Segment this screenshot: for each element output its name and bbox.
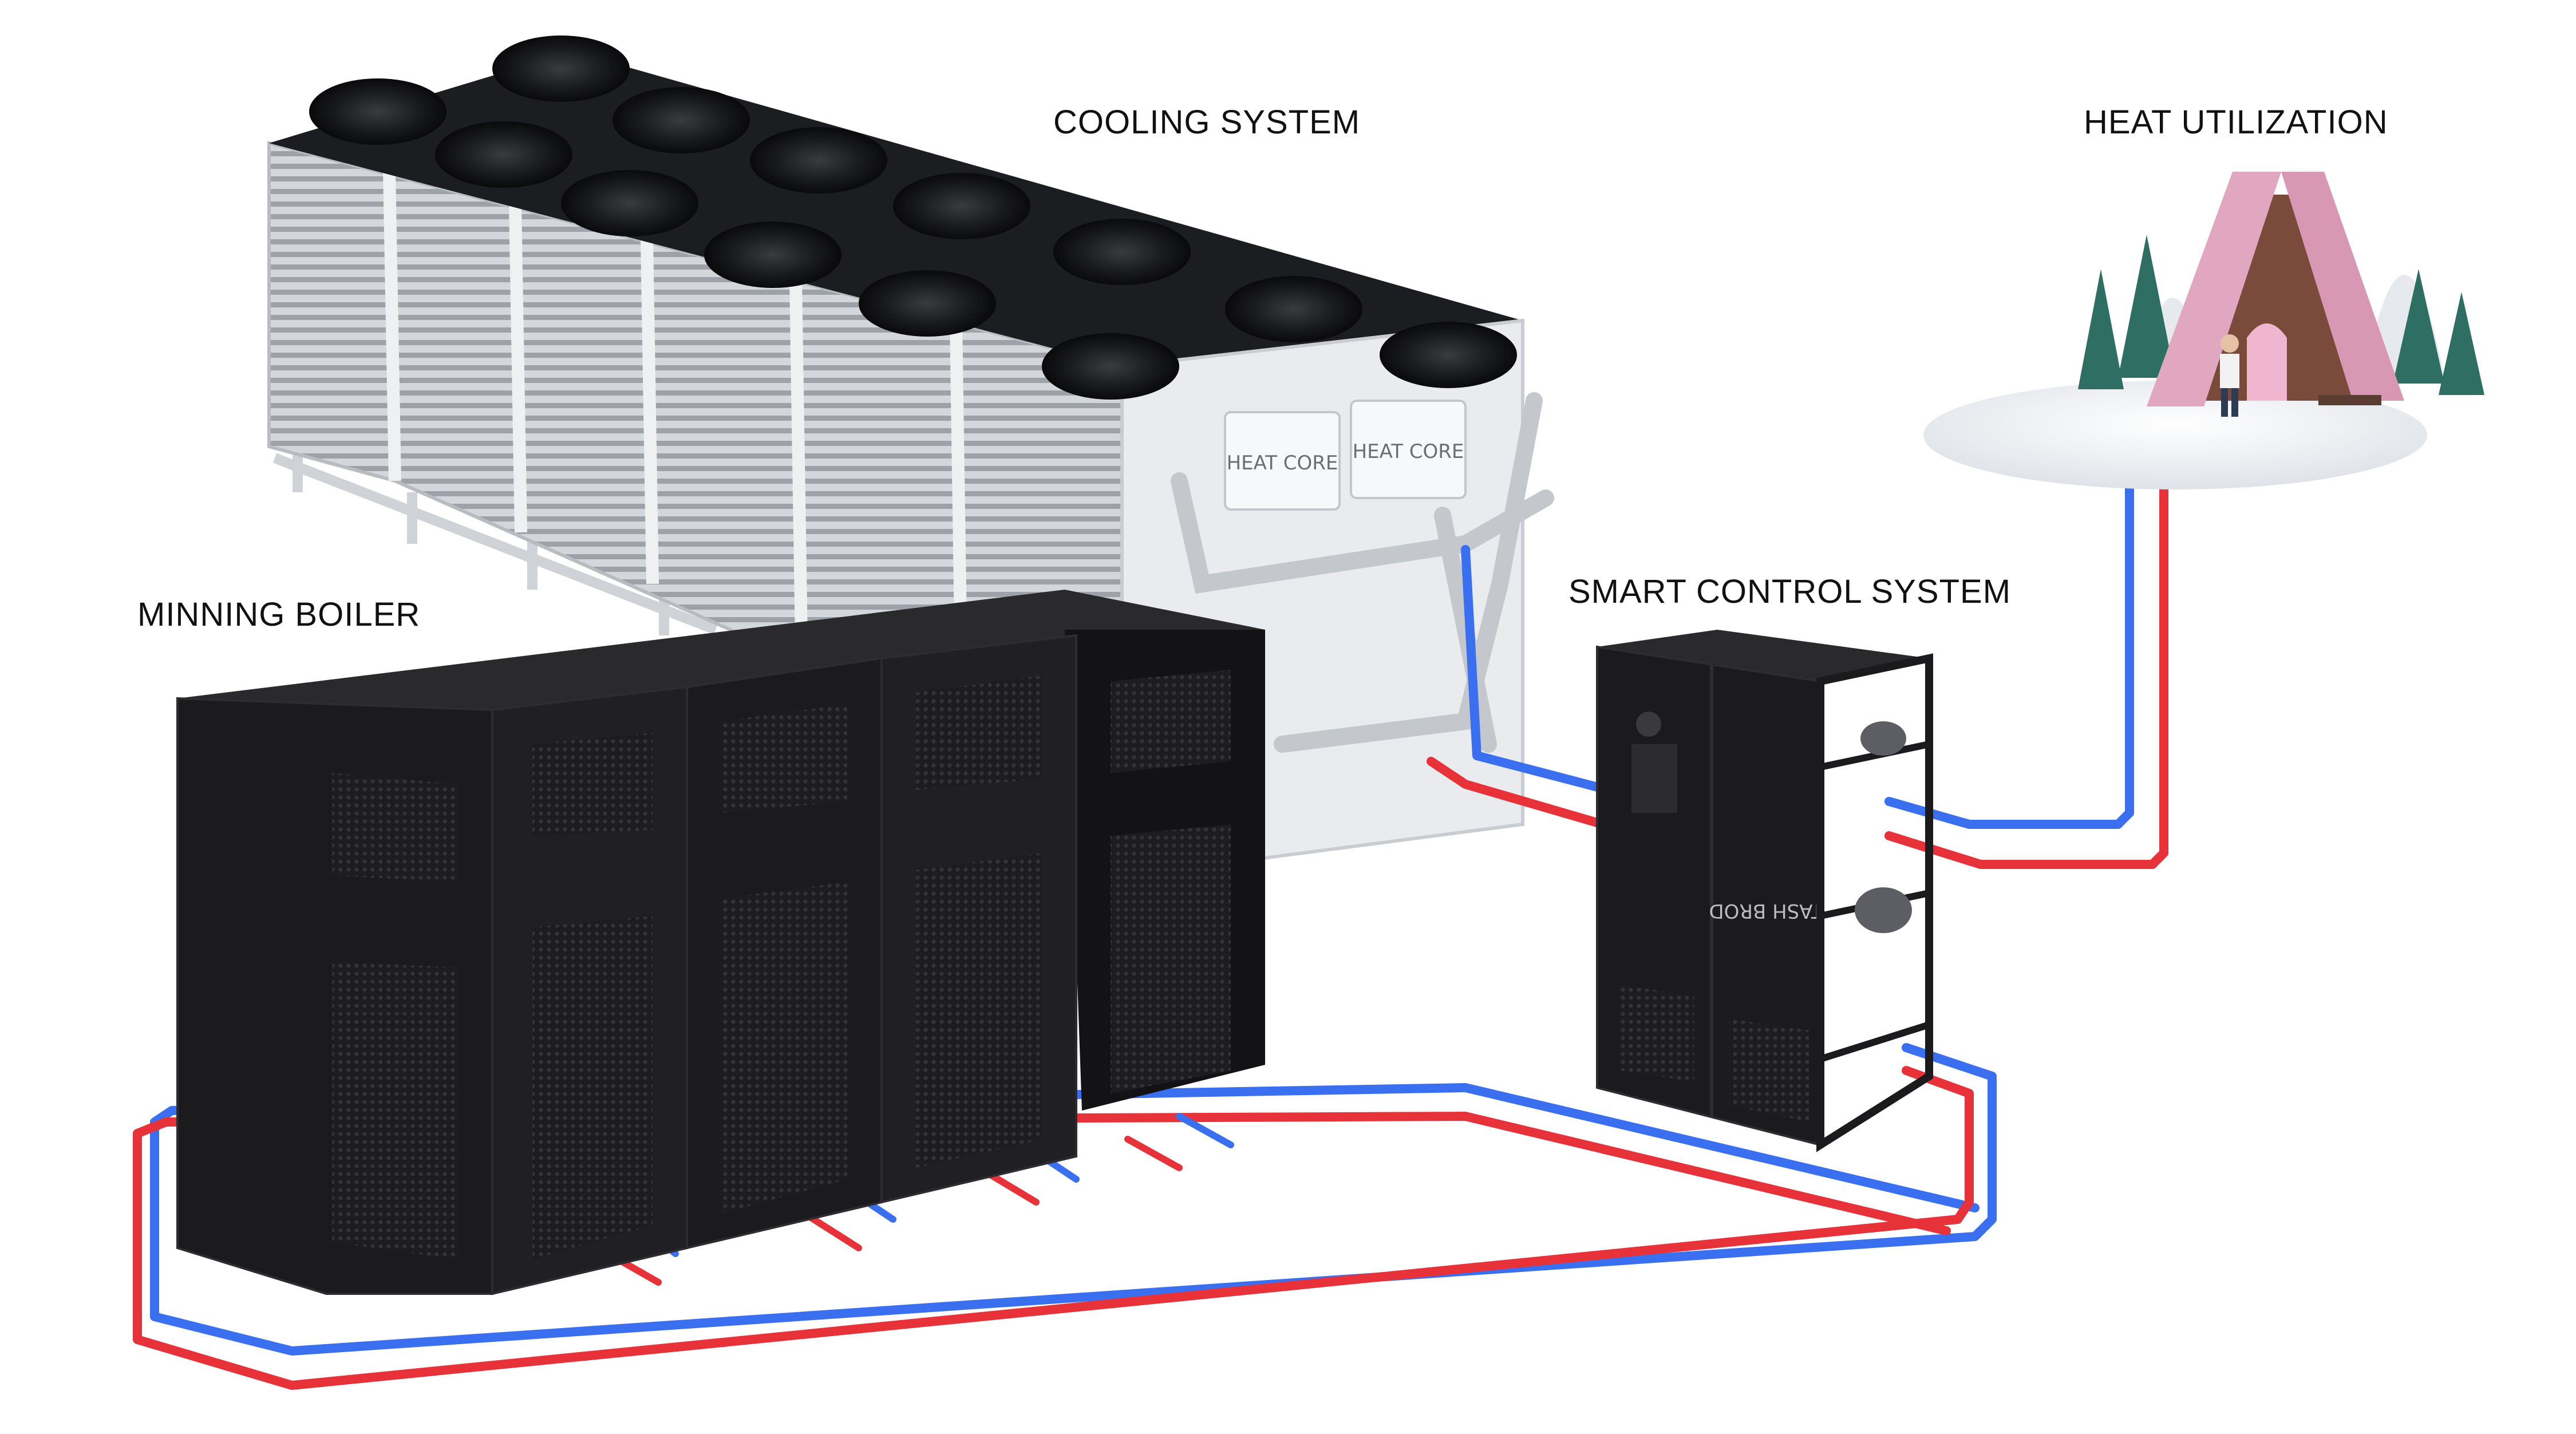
tree-icon	[2078, 269, 2124, 389]
control-knob-icon	[1636, 712, 1661, 737]
fan-icon	[1053, 219, 1191, 285]
hot-pipe-heat	[1884, 465, 2168, 869]
control-mesh	[1620, 985, 1694, 1082]
fan-icon	[750, 127, 887, 193]
fan-icon	[435, 121, 572, 188]
cabin	[2147, 172, 2404, 406]
bench	[2318, 395, 2381, 405]
smart-control-system: TASH BROD	[1596, 630, 1933, 1152]
cooler-badge-1	[1224, 411, 1341, 511]
snow-island	[1923, 381, 2427, 489]
tree-icon	[2118, 235, 2175, 378]
control-mesh-2	[1729, 1019, 1809, 1122]
control-rack	[1816, 653, 1933, 1152]
cabin-roof	[2147, 172, 2281, 406]
fan-icon	[309, 78, 447, 145]
fan-icon	[1042, 333, 1179, 400]
person-icon	[2220, 334, 2239, 417]
pump-icon	[1855, 887, 1912, 933]
fan-icon	[492, 35, 630, 102]
cabin-roof-right	[2281, 172, 2404, 401]
mining-boiler	[176, 590, 1265, 1295]
cooler-fans	[309, 35, 1517, 400]
fan-icon	[1380, 322, 1517, 388]
trees	[2078, 235, 2484, 395]
tree-icon	[2439, 292, 2484, 395]
fan-icon	[613, 87, 750, 153]
control-display	[1631, 744, 1677, 813]
cold-pipe-cooler	[1461, 545, 1613, 795]
label-cooling-system: COOLING SYSTEM	[1053, 104, 1361, 141]
cooler-badge-1-text: HEAT CORE	[1227, 452, 1338, 475]
fan-icon	[561, 170, 698, 236]
label-mining-boiler: MINNING BOILER	[137, 596, 421, 633]
tree-icon	[2393, 269, 2444, 384]
cabin-door	[2247, 323, 2287, 401]
fan-icon	[1225, 276, 1362, 342]
cooler-badge-2	[1350, 400, 1467, 499]
hot-pipe-cooler	[1427, 757, 1607, 829]
fan-icon	[859, 270, 996, 337]
pump-icon	[1860, 721, 1906, 756]
control-badge-text: TASH BROD	[1709, 899, 1823, 922]
fan-icon	[704, 222, 841, 288]
cooler-badge-2-text: HEAT CORE	[1353, 440, 1464, 463]
cold-pipe-heat	[1884, 465, 2134, 829]
fan-icon	[893, 173, 1030, 239]
label-heat-utilization: HEAT UTILIZATION	[2084, 104, 2388, 141]
boiler-mesh-panels	[332, 670, 1231, 1259]
control-top	[1597, 630, 1929, 681]
heat-utilization	[1923, 172, 2484, 489]
label-smart-control-system: SMART CONTROL SYSTEM	[1568, 573, 2012, 610]
